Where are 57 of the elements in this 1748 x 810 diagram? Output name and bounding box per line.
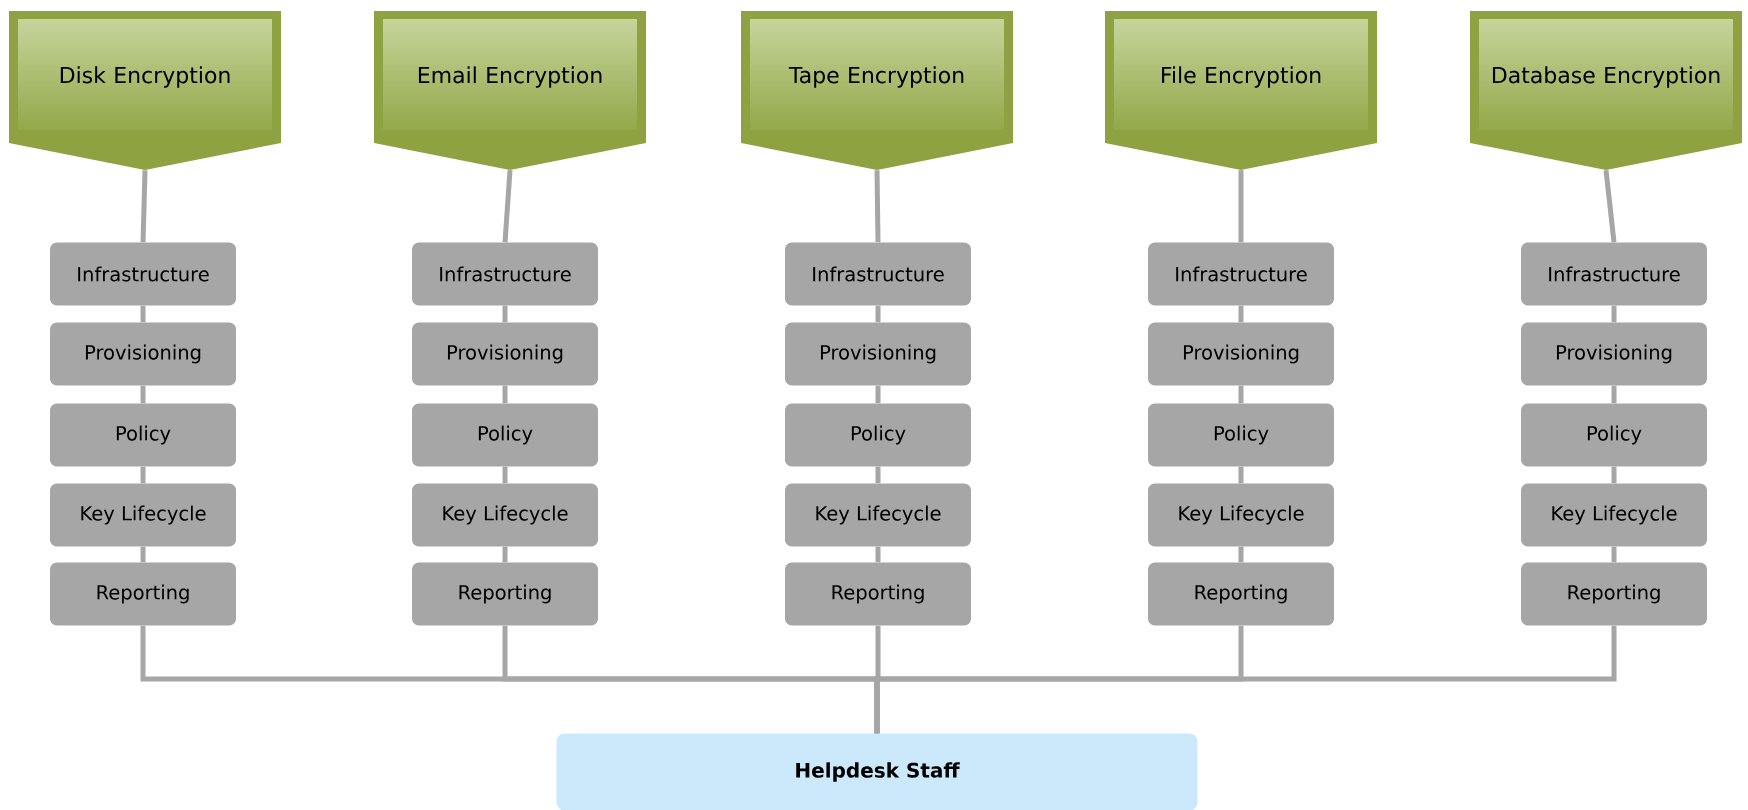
process-box: Provisioning — [50, 322, 236, 386]
connector-line — [875, 385, 881, 404]
process-box: Reporting — [412, 562, 598, 626]
connector-line — [1611, 546, 1617, 563]
process-box: Reporting — [785, 562, 971, 626]
connector-line — [140, 385, 146, 404]
connector-line — [1611, 305, 1617, 323]
connector-line — [1238, 546, 1244, 563]
process-box: Provisioning — [1148, 322, 1334, 386]
connector-line — [140, 305, 146, 323]
process-box: Infrastructure — [412, 242, 598, 306]
connector-line — [1611, 466, 1617, 484]
process-box: Policy — [1521, 403, 1707, 467]
connector-line — [1238, 385, 1244, 404]
process-box: Policy — [1148, 403, 1334, 467]
process-box: Infrastructure — [785, 242, 971, 306]
process-box: Key Lifecycle — [785, 483, 971, 547]
process-box: Key Lifecycle — [412, 483, 598, 547]
process-box: Provisioning — [1521, 322, 1707, 386]
process-box: Reporting — [1521, 562, 1707, 626]
connector-line — [1238, 466, 1244, 484]
header-banner: Tape Encryption — [741, 11, 1013, 170]
connector-line — [502, 170, 513, 243]
connector-line — [875, 546, 881, 563]
connector-line — [140, 546, 146, 563]
process-box: Infrastructure — [1521, 242, 1707, 306]
connector-line — [1238, 305, 1244, 323]
process-box: Key Lifecycle — [1521, 483, 1707, 547]
staff-box: Helpdesk Staff — [556, 733, 1198, 810]
connector-line — [875, 466, 881, 484]
connector-line — [502, 546, 508, 563]
process-box: Reporting — [50, 562, 236, 626]
connector-line — [1238, 170, 1244, 243]
connector-line — [1603, 169, 1617, 243]
header-banner: Disk Encryption — [9, 11, 281, 170]
process-box: Infrastructure — [1148, 242, 1334, 306]
header-banner: File Encryption — [1105, 11, 1377, 170]
process-box: Provisioning — [412, 322, 598, 386]
process-box: Provisioning — [785, 322, 971, 386]
connector-line — [502, 385, 508, 404]
process-box: Key Lifecycle — [50, 483, 236, 547]
connector-line — [875, 305, 881, 323]
connector-line — [502, 466, 508, 484]
process-box: Policy — [412, 403, 598, 467]
process-box: Policy — [785, 403, 971, 467]
process-box: Policy — [50, 403, 236, 467]
connector-line — [874, 625, 1617, 734]
connector-line — [1611, 385, 1617, 404]
process-box: Reporting — [1148, 562, 1334, 626]
connector-line — [140, 170, 148, 243]
connector-line — [874, 170, 881, 243]
connector-line — [502, 305, 508, 323]
header-banner: Email Encryption — [374, 11, 646, 170]
process-box: Infrastructure — [50, 242, 236, 306]
header-banner: Database Encryption — [1470, 11, 1742, 170]
process-box: Key Lifecycle — [1148, 483, 1334, 547]
connector-line — [140, 466, 146, 484]
